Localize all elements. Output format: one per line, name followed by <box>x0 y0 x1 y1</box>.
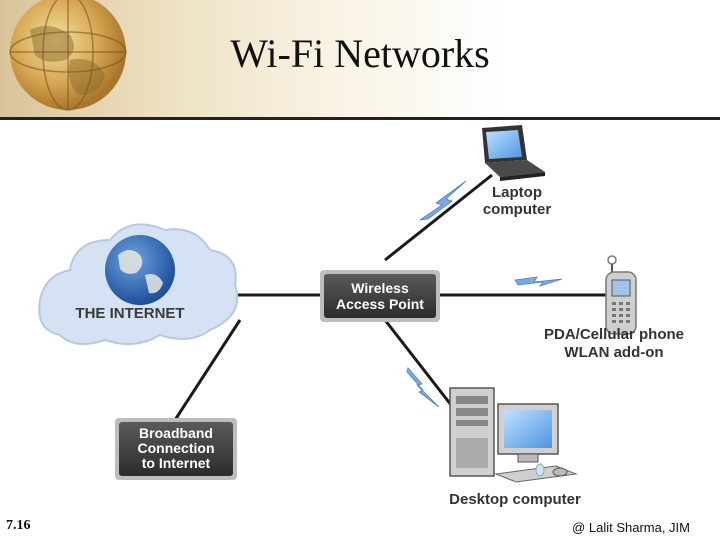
laptop-label-line1: Laptop <box>492 184 542 201</box>
pda-label-line1: PDA/Cellular phone <box>544 326 684 343</box>
pda-label-line2: WLAN add-on <box>564 344 663 361</box>
slide-number: 7.16 <box>6 518 31 533</box>
laptop-label-line2: computer <box>483 201 552 218</box>
laptop-icon <box>482 125 545 181</box>
internet-cloud: THE INTERNET <box>38 223 239 345</box>
broadband-box: Broadband Connection to Internet <box>115 418 237 480</box>
slide-header: Wi-Fi Networks <box>0 0 720 118</box>
access-point-box: Wireless Access Point <box>320 270 440 322</box>
desktop-signal-icon <box>406 367 440 408</box>
slide-credit: @ Lalit Sharma, JIM <box>572 520 690 535</box>
access-point-label-line2: Access Point <box>336 296 424 312</box>
desktop-label: Desktop computer <box>449 491 581 508</box>
access-point-label-line1: Wireless <box>351 280 409 296</box>
broadband-label-line3: to Internet <box>142 455 211 471</box>
broadband-label-line1: Broadband <box>139 425 213 441</box>
link-ap-laptop <box>384 173 493 262</box>
broadband-label-line2: Connection <box>138 440 215 456</box>
wifi-network-diagram: THE INTERNET Wireless Access Point Broad… <box>38 125 684 508</box>
header-divider <box>0 117 720 120</box>
globe-logo-icon <box>9 0 127 111</box>
link-ap-desktop <box>383 319 457 411</box>
slide-title: Wi-Fi Networks <box>230 31 490 76</box>
pda-phone-icon <box>605 255 637 335</box>
link-internet-broadband <box>173 319 242 421</box>
laptop-signal-icon <box>419 180 467 221</box>
desktop-computer-icon <box>449 387 578 483</box>
wireless-signal-icons <box>406 180 563 408</box>
pda-signal-icon <box>514 276 563 287</box>
earth-globe-icon <box>105 235 175 305</box>
internet-label: THE INTERNET <box>75 305 184 322</box>
